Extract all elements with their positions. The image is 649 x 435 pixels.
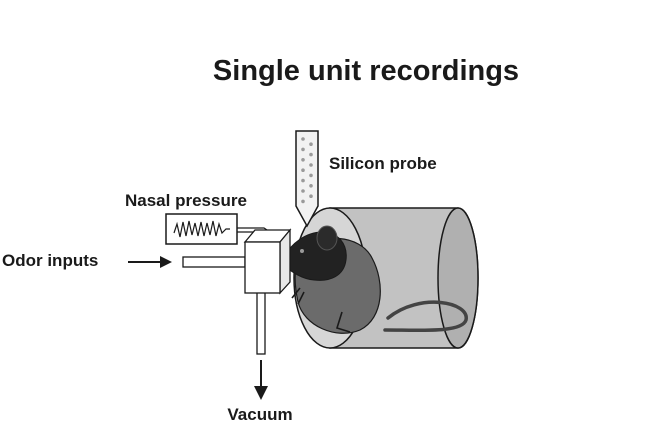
electrode-site [309,184,313,188]
pressure-sensor-icon [165,213,238,245]
vacuum-pipe [256,291,266,355]
electrode-site [301,147,305,152]
electrode-site [309,163,313,167]
vacuum-arrow [254,360,268,400]
electrode-site [309,173,313,178]
electrode-site [301,158,305,162]
electrode-site [301,178,305,183]
odor-valve-icon [243,228,292,295]
electrode-site [301,137,305,141]
silicon-probe-label: Silicon probe [329,154,437,173]
silicon-probe-icon [295,130,319,228]
mouse-icon [283,225,468,334]
electrode-site [309,152,313,157]
pressure-waveform [173,220,230,238]
nasal-pressure-label: Nasal pressure [125,191,247,210]
electrode-site [301,189,305,193]
odor-inputs-label: Odor inputs [2,251,98,270]
odor-input-arrow [128,256,172,268]
electrode-site [301,168,305,172]
electrode-site [309,194,313,198]
electrode-site [309,142,313,146]
electrode-site [301,199,305,204]
diagram-title: Single unit recordings [213,55,519,87]
odor-input-pipe [182,256,246,268]
vacuum-label: Vacuum [227,405,292,424]
probe-electrode-sites [301,137,313,204]
